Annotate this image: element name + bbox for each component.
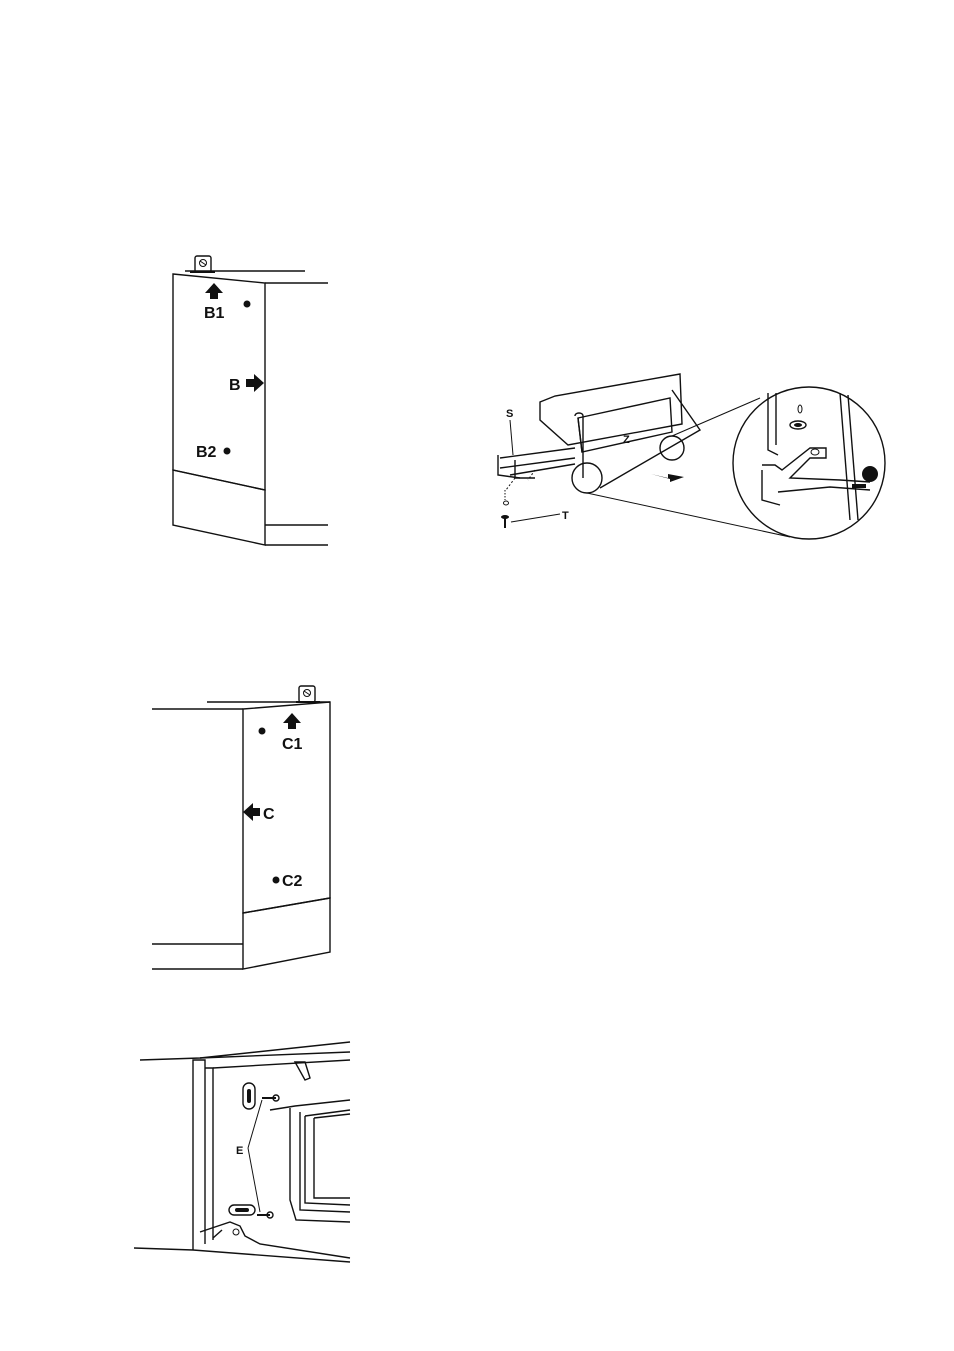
figure-c-door-panel: C1 C C2 [152, 686, 330, 969]
hole-marker-c2 [273, 877, 280, 884]
figure-hinge-detail: T S Z [498, 374, 885, 539]
hole-marker-b2 [224, 448, 231, 455]
screw-head-icon [862, 466, 878, 482]
label-b2: B2 [196, 444, 217, 461]
label-z: Z [623, 434, 630, 446]
hole-marker-c1 [259, 728, 266, 735]
screw-icon [501, 490, 509, 528]
right-arrow-icon [246, 374, 264, 392]
magnified-detail-circle [733, 387, 885, 539]
magnify-circle-left [572, 463, 602, 493]
magnify-circle-right [660, 436, 684, 460]
up-arrow-icon [283, 713, 301, 729]
door-lower-panel [243, 898, 330, 969]
label-c1: C1 [282, 736, 303, 753]
slotted-plate-lower [229, 1205, 255, 1215]
figure-b-door-panel: B1 B B2 [173, 256, 328, 545]
screw-icon [262, 1095, 279, 1101]
hole-marker-b1 [244, 301, 251, 308]
left-arrow-icon [243, 803, 260, 821]
slotted-plate-upper [243, 1083, 255, 1109]
label-c: C [263, 806, 275, 823]
label-b: B [229, 377, 241, 394]
label-s: S [506, 408, 513, 420]
pull-arrow-icon [651, 474, 684, 482]
screw-icon [257, 1212, 273, 1218]
up-arrow-icon [205, 283, 223, 299]
label-t: T [562, 510, 569, 522]
magnified-hinge-detail [762, 393, 878, 520]
figure-e-interior-view: E [134, 1042, 350, 1262]
label-b1: B1 [204, 305, 225, 322]
door-lower-panel [173, 470, 265, 545]
label-e: E [236, 1145, 243, 1157]
top-hinge-bracket [296, 686, 320, 702]
label-c2: C2 [282, 873, 303, 890]
top-hinge-bracket [190, 256, 215, 272]
